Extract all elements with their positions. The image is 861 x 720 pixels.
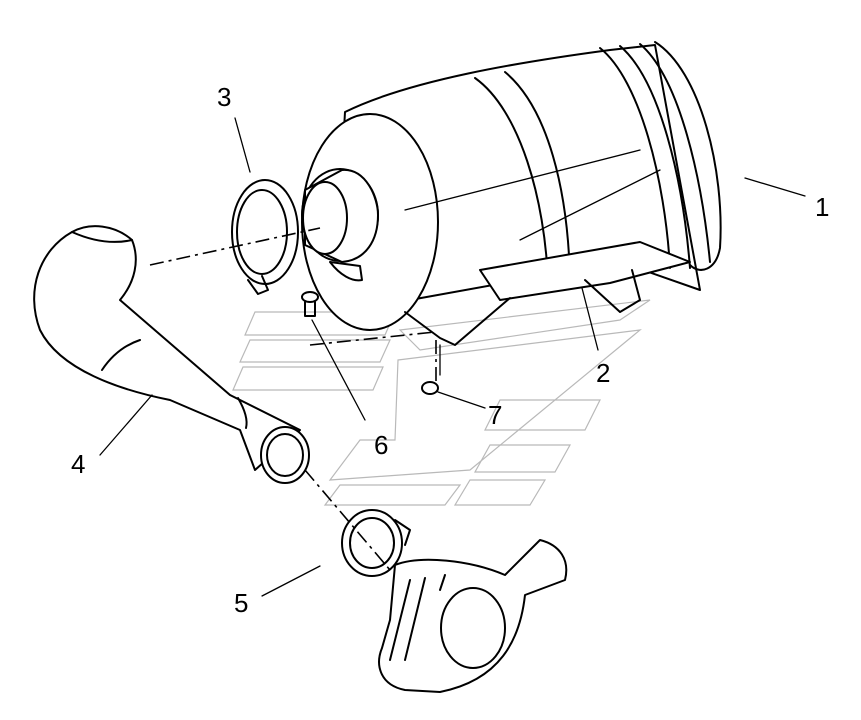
leader-lines [99, 117, 806, 597]
callout-2: 2 [596, 358, 610, 388]
bolt-part [301, 291, 319, 317]
intake-hose [33, 225, 310, 484]
nut-part [421, 381, 439, 395]
clamp-ring-lower [341, 509, 411, 577]
air-cleaner-housing [301, 41, 722, 376]
clamp-ring-upper [231, 179, 299, 295]
callout-3: 3 [217, 82, 231, 112]
callout-4: 4 [71, 449, 85, 479]
callout-1: 1 [815, 192, 829, 222]
callout-7: 7 [488, 400, 502, 430]
callout-5: 5 [234, 588, 248, 618]
callout-6: 6 [374, 430, 388, 460]
assembly-lines [149, 227, 437, 571]
turbo-inlet-elbow [378, 539, 568, 693]
